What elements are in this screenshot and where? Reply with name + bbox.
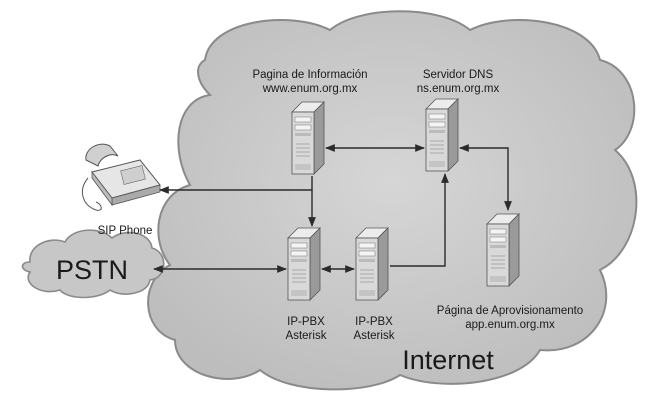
sip-phone-label: SIP Phone xyxy=(98,225,153,237)
internet-label: Internet xyxy=(402,345,494,375)
info-server-label-line2: www.enum.org.mx xyxy=(262,83,358,95)
pstn-label: PSTN xyxy=(56,255,128,285)
prov-server-label-line2: app.enum.org.mx xyxy=(465,319,555,331)
pbx2-server-icon xyxy=(355,227,389,301)
pbx1-label-line2: Asterisk xyxy=(286,330,327,342)
pbx2-dns-arrow xyxy=(390,173,449,267)
prov-server-label-line1: Página de Aprovisionamento xyxy=(437,305,583,317)
pbx2-label-line1: IP-PBX xyxy=(355,316,393,328)
dns-server-label-line1: Servidor DNS xyxy=(423,69,494,81)
sip-phone-icon xyxy=(81,143,161,211)
dns-prov-arrow xyxy=(459,144,512,211)
pbx2-label-line2: Asterisk xyxy=(354,330,395,342)
provisioning-server-icon xyxy=(486,213,520,287)
pbx1-label-line1: IP-PBX xyxy=(287,316,325,328)
pstn-cloud xyxy=(21,229,165,299)
info-server-label-line1: Pagina de Información xyxy=(252,69,367,81)
dns-server-label-line2: ns.enum.org.mx xyxy=(417,83,500,95)
info-server-icon xyxy=(291,101,325,175)
dns-server-icon xyxy=(425,98,459,172)
pbx1-server-icon xyxy=(287,227,321,301)
internet-cloud xyxy=(147,10,638,391)
